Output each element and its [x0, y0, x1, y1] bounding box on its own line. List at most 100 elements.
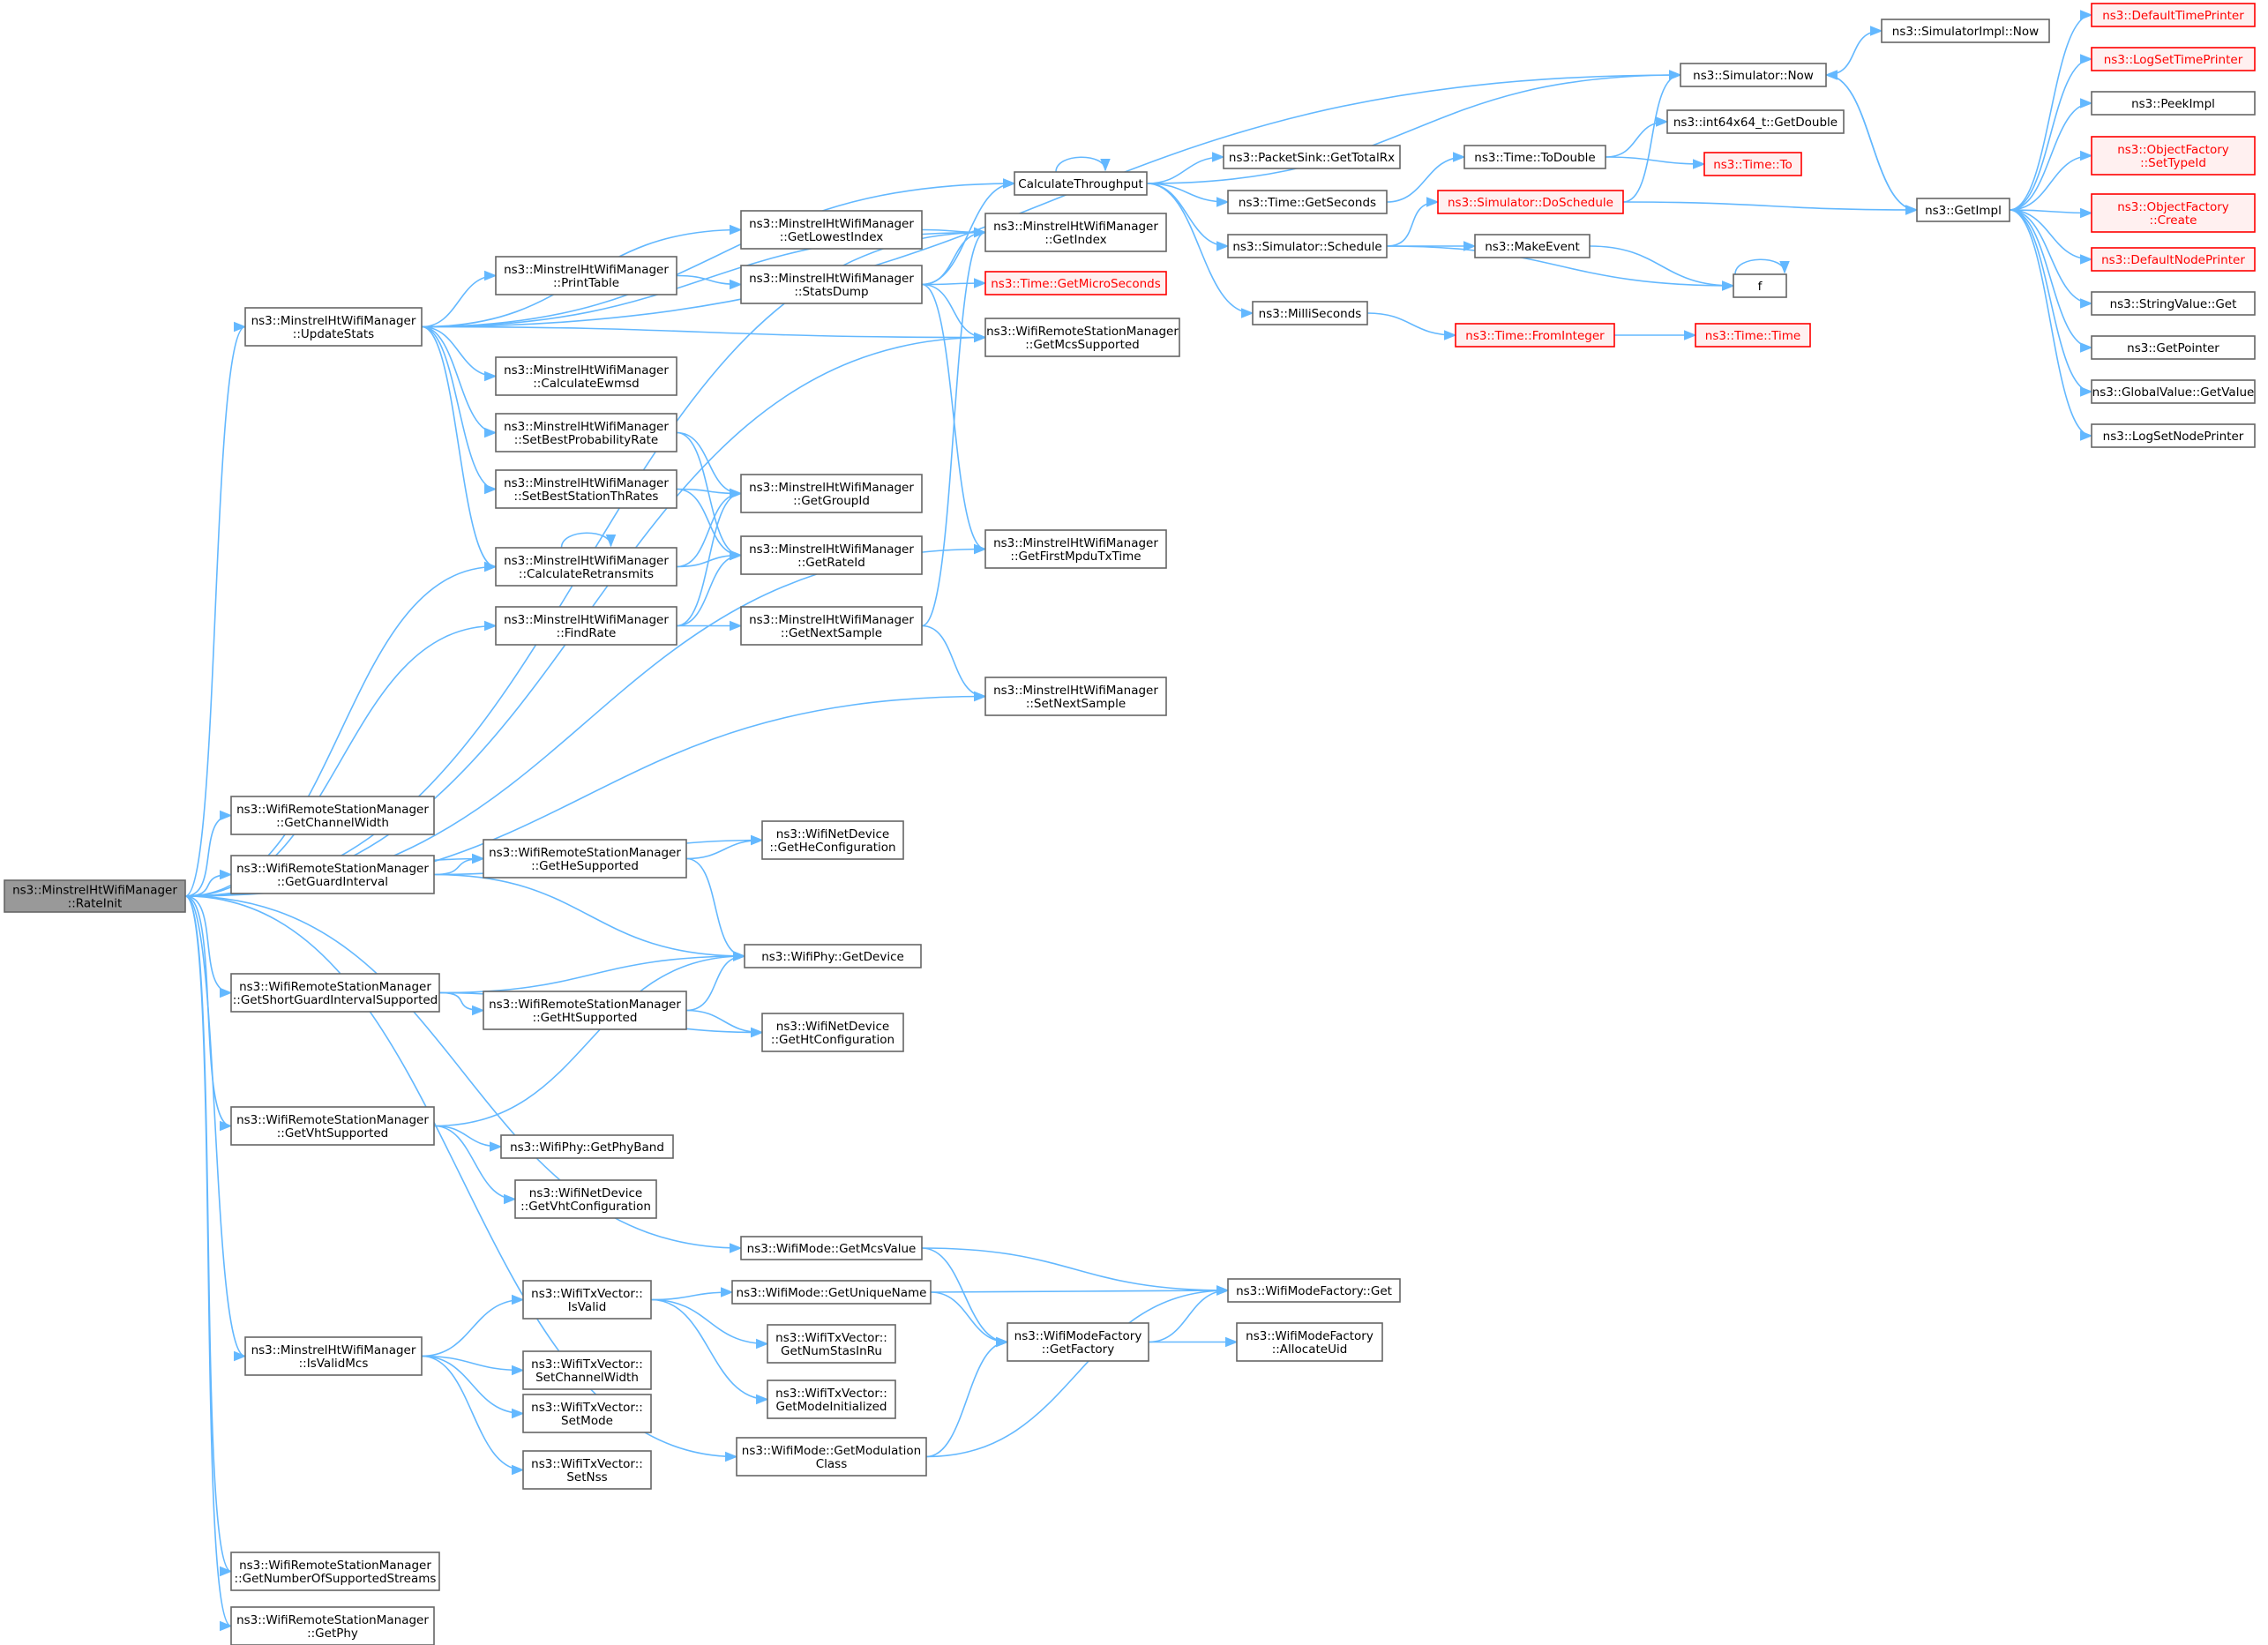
node-peek-impl[interactable]: ns3::PeekImpl [2091, 91, 2256, 116]
node-get-mcs-value[interactable]: ns3::WifiMode::GetMcsValue [740, 1236, 923, 1260]
node-of-set-type-id[interactable]: ns3::ObjectFactory::SetTypeId [2091, 136, 2256, 176]
node-default-time-printer[interactable]: ns3::DefaultTimePrinter [2091, 3, 2256, 27]
node-global-value-get[interactable]: ns3::GlobalValue::GetValue [2091, 379, 2256, 404]
node-box [1680, 63, 1827, 87]
node-time-from-integer[interactable]: ns3::Time::FromInteger [1455, 323, 1615, 348]
edge-get-impl-to-get-pointer [2009, 209, 2093, 353]
node-get-pointer[interactable]: ns3::GetPointer [2091, 335, 2256, 360]
edge-txv-is-valid-to-get-unique-name [650, 1287, 734, 1301]
node-print-table[interactable]: ns3::MinstrelHtWifiManager::PrintTable [495, 256, 677, 295]
node-get-num-streams[interactable]: ns3::WifiRemoteStationManager::GetNumber… [230, 1552, 440, 1591]
node-packet-sink-rx[interactable]: ns3::PacketSink::GetTotalRx [1223, 145, 1401, 169]
node-phy-get-device[interactable]: ns3::WifiPhy::GetDevice [744, 944, 922, 968]
node-label-line: ns3::WifiPhy::GetDevice [761, 950, 904, 964]
node-get-he-supported[interactable]: ns3::WifiRemoteStationManager::GetHeSupp… [483, 839, 687, 879]
node-get-ht-config[interactable]: ns3::WifiNetDevice::GetHtConfiguration [761, 1013, 904, 1052]
node-box [2091, 47, 2256, 71]
node-get-next-sample[interactable]: ns3::MinstrelHtWifiManager::GetNextSampl… [740, 606, 923, 646]
node-int64-get-double[interactable]: ns3::int64x64_t::GetDouble [1666, 109, 1845, 134]
node-get-unique-name[interactable]: ns3::WifiMode::GetUniqueName [731, 1280, 932, 1305]
node-get-channel-width[interactable]: ns3::WifiRemoteStationManager::GetChanne… [230, 796, 435, 835]
node-box [1437, 190, 1624, 214]
node-milli-seconds[interactable]: ns3::MilliSeconds [1252, 301, 1368, 325]
node-make-event[interactable]: ns3::MakeEvent [1474, 234, 1591, 258]
node-box [767, 1380, 896, 1419]
node-box [2091, 193, 2256, 233]
node-time-to[interactable]: ns3::Time::To [1703, 152, 1802, 176]
edge-calc-throughput-to-milli-seconds [1146, 183, 1254, 318]
node-get-guard-interval[interactable]: ns3::WifiRemoteStationManager::GetGuardI… [230, 855, 435, 894]
edge-path [560, 532, 617, 549]
node-of-create[interactable]: ns3::ObjectFactory::Create [2091, 193, 2256, 233]
node-log-set-node-printer[interactable]: ns3::LogSetNodePrinter [2091, 423, 2256, 448]
node-calc-throughput[interactable]: CalculateThroughput [1014, 171, 1148, 196]
node-label-line: ::CalculateEwmsd [533, 377, 639, 391]
node-sim-now[interactable]: ns3::Simulator::Now [1680, 63, 1827, 87]
node-label-line: ns3::MinstrelHtWifiManager [251, 314, 416, 328]
node-calc-retransmits[interactable]: ns3::MinstrelHtWifiManager::CalculateRet… [495, 547, 677, 587]
node-set-next-sample[interactable]: ns3::MinstrelHtWifiManager::SetNextSampl… [984, 677, 1167, 716]
node-string-value-get[interactable]: ns3::StringValue::Get [2091, 291, 2256, 316]
node-get-vht-config[interactable]: ns3::WifiNetDevice::GetVhtConfiguration [514, 1179, 657, 1219]
node-is-valid-mcs[interactable]: ns3::MinstrelHtWifiManager::IsValidMcs [244, 1336, 423, 1376]
node-get-mode-init[interactable]: ns3::WifiTxVector::GetModeInitialized [767, 1380, 896, 1419]
node-get-num-stas[interactable]: ns3::WifiTxVector::GetNumStasInRu [767, 1324, 896, 1364]
node-box [1227, 190, 1388, 214]
node-log-set-time-printer[interactable]: ns3::LogSetTimePrinter [2091, 47, 2256, 71]
node-stats-dump[interactable]: ns3::MinstrelHtWifiManager::StatsDump [740, 265, 923, 304]
node-set-best-prob[interactable]: ns3::MinstrelHtWifiManager::SetBestProba… [495, 413, 677, 452]
node-box [984, 271, 1167, 295]
edge-get-ht-supported-to-get-ht-config [685, 1009, 764, 1038]
node-get-ht-supported[interactable]: ns3::WifiRemoteStationManager::GetHtSupp… [483, 991, 687, 1030]
node-get-lowest-index[interactable]: ns3::MinstrelHtWifiManager::GetLowestInd… [740, 210, 923, 250]
node-get-phy-band[interactable]: ns3::WifiPhy::GetPhyBand [500, 1134, 674, 1159]
node-box [244, 1336, 423, 1376]
node-sim-schedule[interactable]: ns3::Simulator::Schedule [1227, 234, 1388, 258]
node-sim-do-schedule[interactable]: ns3::Simulator::DoSchedule [1437, 190, 1624, 214]
node-time-to-double[interactable]: ns3::Time::ToDouble [1463, 145, 1606, 169]
node-set-best-station[interactable]: ns3::MinstrelHtWifiManager::SetBestStati… [495, 469, 677, 509]
node-find-rate[interactable]: ns3::MinstrelHtWifiManager::FindRate [495, 606, 677, 646]
edge-set-best-prob-to-get-rate-id [676, 431, 743, 561]
node-default-node-printer[interactable]: ns3::DefaultNodePrinter [2091, 247, 2256, 272]
node-box [495, 606, 677, 646]
node-get-factory[interactable]: ns3::WifiModeFactory::GetFactory [1007, 1322, 1149, 1362]
edge-path [921, 624, 987, 702]
node-time-get-seconds[interactable]: ns3::Time::GetSeconds [1227, 190, 1388, 214]
node-set-channel-width[interactable]: ns3::WifiTxVector::SetChannelWidth [522, 1350, 652, 1390]
node-mode-factory-get[interactable]: ns3::WifiModeFactory::Get [1227, 1278, 1401, 1303]
node-update-stats[interactable]: ns3::MinstrelHtWifiManager::UpdateStats [244, 307, 423, 347]
node-box [736, 1437, 927, 1477]
node-get-mcs-supported[interactable]: ns3::WifiRemoteStationManager::GetMcsSup… [984, 318, 1180, 357]
node-time-time[interactable]: ns3::Time::Time [1695, 323, 1811, 348]
node-allocate-uid[interactable]: ns3::WifiModeFactory::AllocateUid [1236, 1322, 1383, 1362]
node-sim-impl-now[interactable]: ns3::SimulatorImpl::Now [1881, 19, 2050, 43]
edge-path [2009, 209, 2093, 397]
edge-path [2009, 150, 2093, 211]
node-get-first-mpdu[interactable]: ns3::MinstrelHtWifiManager::GetFirstMpdu… [984, 529, 1167, 569]
node-set-nss[interactable]: ns3::WifiTxVector::SetNss [522, 1450, 652, 1490]
node-get-he-config[interactable]: ns3::WifiNetDevice::GetHeConfiguration [761, 820, 904, 860]
node-f[interactable]: f [1733, 273, 1787, 298]
node-get-phy[interactable]: ns3::WifiRemoteStationManager::GetPhy [230, 1606, 435, 1645]
node-label-line: ns3::WifiPhy::GetPhyBand [510, 1140, 664, 1155]
node-get-index[interactable]: ns3::MinstrelHtWifiManager::GetIndex [984, 213, 1167, 252]
node-get-rate-id[interactable]: ns3::MinstrelHtWifiManager::GetRateId [740, 535, 923, 575]
node-calc-ewmsd[interactable]: ns3::MinstrelHtWifiManager::CalculateEwm… [495, 356, 677, 396]
edge-path [421, 325, 498, 495]
node-get-vht-supported[interactable]: ns3::WifiRemoteStationManager::GetVhtSup… [230, 1106, 435, 1146]
edge-calc-throughput-to-time-get-seconds [1146, 183, 1230, 207]
node-label-line: ::UpdateStats [293, 327, 374, 341]
node-get-impl[interactable]: ns3::GetImpl [1916, 198, 2010, 222]
node-set-mode[interactable]: ns3::WifiTxVector::SetMode [522, 1394, 652, 1433]
node-get-short-gi[interactable]: ns3::WifiRemoteStationManager::GetShortG… [230, 973, 440, 1013]
node-get-micro-seconds[interactable]: ns3::Time::GetMicroSeconds [984, 271, 1167, 295]
node-root[interactable]: ns3::MinstrelHtWifiManager::RateInit [4, 879, 186, 913]
edge-path [184, 895, 233, 1631]
edge-txv-is-valid-to-get-mode-init [650, 1298, 769, 1405]
node-get-group-id[interactable]: ns3::MinstrelHtWifiManager::GetGroupId [740, 474, 923, 513]
edge-milli-seconds-to-time-from-integer [1366, 312, 1457, 340]
node-txv-is-valid[interactable]: ns3::WifiTxVector::IsValid [522, 1280, 652, 1320]
